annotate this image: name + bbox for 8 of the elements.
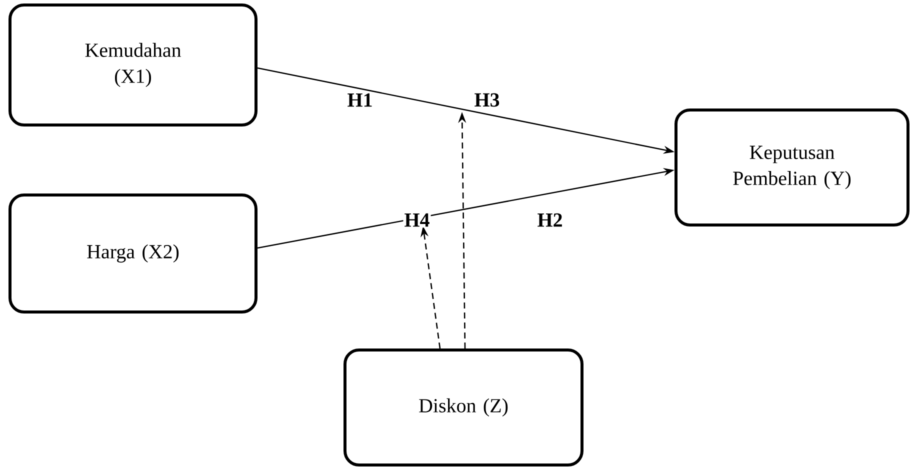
edge-label: H1 bbox=[346, 92, 374, 108]
variable-box: Diskon (Z) bbox=[344, 348, 584, 466]
variable-box: Harga (X2) bbox=[8, 194, 258, 314]
variable-box: Keputusan Pembelian (Y) bbox=[674, 108, 910, 226]
edge-label: H4 bbox=[403, 212, 431, 228]
edge-label: H3 bbox=[473, 92, 501, 108]
edge-label: H2 bbox=[536, 212, 564, 228]
variable-box: Kemudahan (X1) bbox=[8, 4, 258, 126]
